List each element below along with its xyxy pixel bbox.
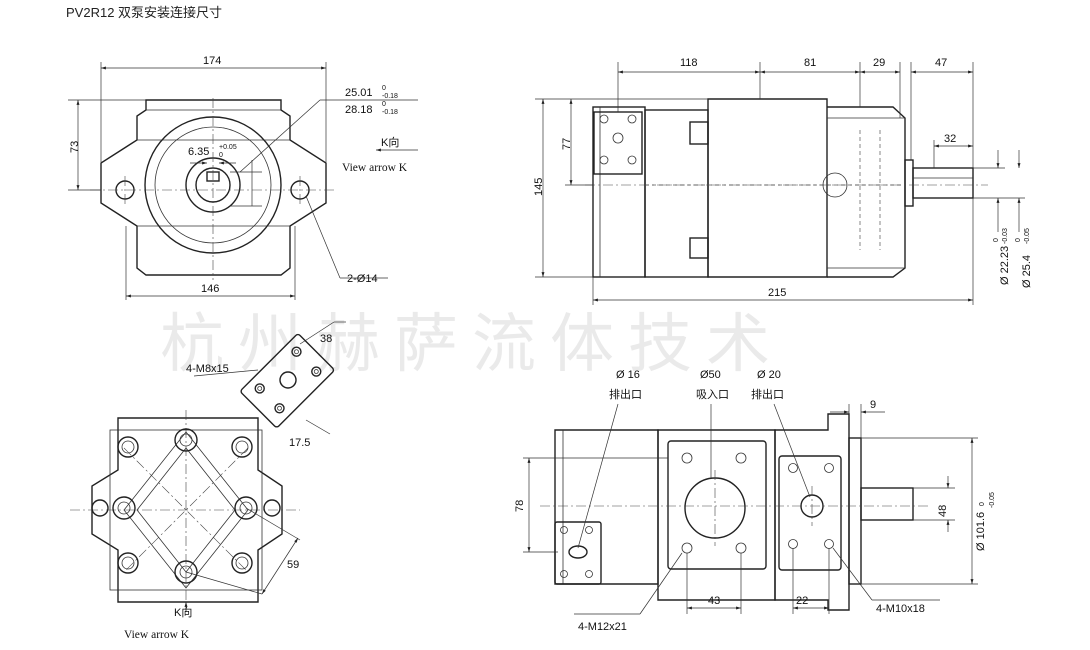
dim-pilot: Ø 101.6 bbox=[975, 512, 987, 551]
bottom-shaft bbox=[860, 487, 914, 521]
dim-73: 73 bbox=[69, 141, 81, 153]
rear-cover bbox=[592, 106, 646, 278]
svg-text:0: 0 bbox=[382, 101, 386, 108]
bolts-m10: 4-M10x18 bbox=[876, 603, 925, 615]
pump-body-front bbox=[827, 106, 906, 278]
dim-9: 9 bbox=[870, 399, 876, 411]
holes-label: 2-Ø14 bbox=[347, 273, 378, 285]
bolts-m12: 4-M12x21 bbox=[578, 621, 627, 633]
suction-flange bbox=[667, 440, 767, 570]
side-view: 118 81 29 47 32 145 77 215 Ø 22.23 0 -0.… bbox=[533, 57, 1033, 305]
k-direction: K向 bbox=[381, 135, 399, 149]
dim-47: 47 bbox=[935, 57, 947, 69]
flange-detail bbox=[240, 333, 335, 428]
dim-25-01: 25.01 bbox=[345, 87, 373, 99]
dim-174: 174 bbox=[203, 55, 221, 67]
port-16-dia: Ø 16 bbox=[616, 369, 640, 381]
dim-48: 48 bbox=[937, 505, 949, 517]
drawing-title: PV2R12 双泵安装连接尺寸 bbox=[66, 5, 222, 20]
shaft bbox=[912, 167, 974, 199]
port-50-dia: Ø50 bbox=[700, 369, 721, 381]
dim-215: 215 bbox=[768, 287, 786, 299]
svg-text:+0.05: +0.05 bbox=[219, 144, 237, 151]
svg-text:0: 0 bbox=[382, 85, 386, 92]
dim-145: 145 bbox=[533, 178, 545, 196]
dim-32: 32 bbox=[944, 133, 956, 145]
front-view-body bbox=[100, 99, 327, 276]
dim-81: 81 bbox=[804, 57, 816, 69]
dim-146: 146 bbox=[201, 283, 219, 295]
dim-77: 77 bbox=[561, 138, 573, 150]
port-20-name: 排出口 bbox=[751, 387, 784, 401]
dim-22: 22 bbox=[796, 595, 808, 607]
pump-body-rear bbox=[644, 109, 709, 278]
dim-38: 38 bbox=[320, 333, 332, 345]
pump-body-mid bbox=[707, 98, 828, 278]
dim-118: 118 bbox=[680, 57, 698, 69]
port-flange-16 bbox=[554, 521, 602, 585]
dim-28-18: 28.18 bbox=[345, 104, 373, 116]
k-view-bolts bbox=[91, 428, 281, 584]
flange-bolts: 4-M8x15 bbox=[186, 363, 229, 375]
dim-shaft-22: Ø 22.23 bbox=[999, 246, 1011, 285]
svg-text:0: 0 bbox=[219, 152, 223, 159]
svg-text:-0.18: -0.18 bbox=[382, 93, 398, 100]
svg-text:-0.05: -0.05 bbox=[1024, 228, 1031, 244]
bottom-view: Ø 16 排出口 Ø50 吸入口 Ø 20 排出口 9 78 48 Ø 101.… bbox=[514, 369, 996, 633]
k-arrow-label-2: View arrow K bbox=[124, 629, 190, 641]
svg-text:0: 0 bbox=[993, 238, 1000, 242]
port-50-name: 吸入口 bbox=[696, 389, 729, 401]
k-view-body bbox=[91, 417, 283, 603]
k-direction-2: K向 bbox=[174, 605, 192, 619]
k-arrow-label: View arrow K bbox=[342, 162, 408, 174]
dim-key: 6.35 bbox=[188, 146, 209, 158]
bottom-mid-body bbox=[657, 429, 776, 601]
dim-shaft-25: Ø 25.4 bbox=[1021, 255, 1033, 288]
detail-flange-body bbox=[240, 333, 335, 428]
dim-17-5: 17.5 bbox=[289, 437, 310, 449]
dim-29: 29 bbox=[873, 57, 885, 69]
k-view: 59 K向 View arrow K bbox=[70, 410, 301, 641]
svg-text:-0.05: -0.05 bbox=[989, 492, 996, 508]
svg-text:-0.03: -0.03 bbox=[1002, 228, 1009, 244]
port-16-name: 排出口 bbox=[609, 387, 642, 401]
bottom-rear-body bbox=[554, 429, 659, 585]
port-20-dia: Ø 20 bbox=[757, 369, 781, 381]
svg-text:0: 0 bbox=[1015, 238, 1022, 242]
svg-text:0: 0 bbox=[979, 502, 986, 506]
port-flange-20 bbox=[778, 455, 842, 571]
svg-text:-0.18: -0.18 bbox=[382, 109, 398, 116]
front-view: 174 73 146 25.01 0 -0.18 28.18 0 -0.18 6… bbox=[68, 55, 418, 300]
dim-78: 78 bbox=[514, 500, 526, 512]
dim-43: 43 bbox=[708, 595, 720, 607]
watermark: 杭州赫萨流体技术 bbox=[160, 308, 784, 382]
dim-59: 59 bbox=[287, 559, 299, 571]
